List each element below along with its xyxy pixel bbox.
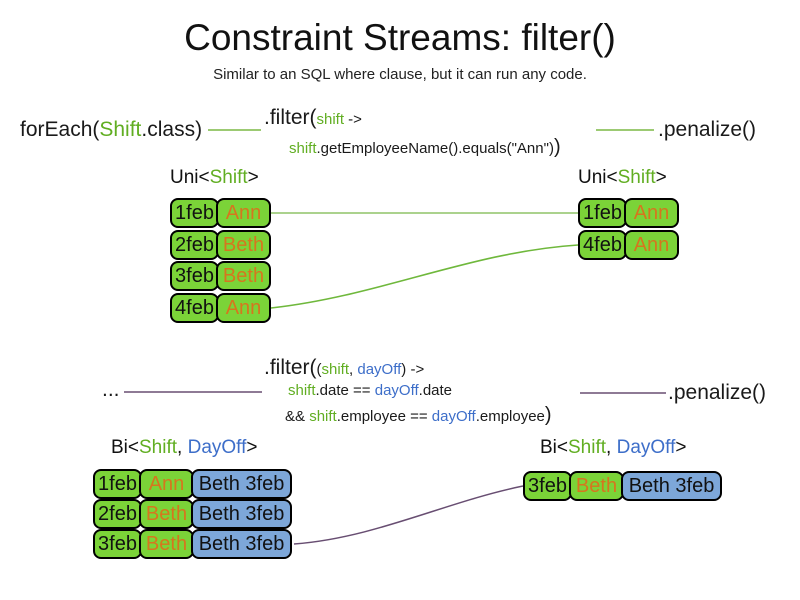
- filter-call-bottom: .filter((shift, dayOff) ->: [264, 355, 424, 383]
- uni-left-pre: Uni<: [170, 167, 210, 188]
- uni-left-post: >: [247, 167, 259, 188]
- employee-cell: Ann: [216, 198, 271, 228]
- source-ellipsis: ...: [102, 378, 120, 401]
- employee-cell: Ann: [624, 230, 679, 260]
- date-cell: 1feb: [578, 198, 627, 228]
- shift-row: 4feb Ann: [170, 293, 271, 323]
- filter-call-top: .filter(shift ->: [264, 105, 362, 133]
- uni-left-type: Shift: [209, 167, 248, 188]
- employee-cell: Beth: [216, 261, 271, 291]
- bi-row: 3feb Beth Beth 3feb: [523, 471, 722, 501]
- bi-left-sep: ,: [177, 437, 188, 458]
- body2-var2: dayOff: [431, 408, 476, 425]
- slide-subtitle: Similar to an SQL where clause, but it c…: [213, 66, 587, 83]
- employee-cell: Beth: [216, 230, 271, 260]
- body1-mid: .date ==: [315, 382, 375, 399]
- employee-cell: Beth: [139, 529, 194, 559]
- filter-head-bottom: .filter(: [264, 356, 317, 379]
- dayoff-cell: Beth 3feb: [621, 471, 722, 501]
- dayoff-cell: Beth 3feb: [191, 499, 292, 529]
- filter-close-top: ): [553, 136, 561, 158]
- bi-row: 3feb Beth Beth 3feb: [93, 529, 292, 559]
- filter-body-var-top: shift: [289, 140, 317, 157]
- date-cell: 4feb: [578, 230, 627, 260]
- filter-body1-bottom: shift.date == dayOff.date: [288, 381, 452, 401]
- slide-title: Constraint Streams: filter(): [184, 17, 616, 58]
- date-cell: 3feb: [93, 529, 142, 559]
- filter-param2: dayOff: [357, 361, 402, 378]
- uni-label-right: Uni<Shift>: [578, 167, 667, 189]
- date-cell: 1feb: [170, 198, 219, 228]
- filter-paren-open: (: [316, 361, 322, 378]
- filter-param-top: shift: [316, 111, 345, 128]
- uni-right-post: >: [655, 167, 667, 188]
- body2-close: ): [544, 404, 552, 426]
- employee-cell: Ann: [139, 469, 194, 499]
- uni-right-type: Shift: [617, 167, 656, 188]
- filter-arrow-top: ->: [344, 111, 362, 128]
- employee-cell: Ann: [216, 293, 271, 323]
- filter-param1: shift: [321, 361, 350, 378]
- filter-body-expr-top: .getEmployeeName().equals("Ann"): [316, 140, 554, 157]
- bi-row: 2feb Beth Beth 3feb: [93, 499, 292, 529]
- bi-left-type1: Shift: [139, 437, 178, 458]
- date-cell: 4feb: [170, 293, 219, 323]
- bi-right-type2: DayOff: [616, 437, 676, 458]
- shift-row: 1feb Ann: [170, 198, 271, 228]
- foreach-call: forEach(Shift.class): [20, 117, 202, 143]
- bi-left-pre: Bi<: [111, 437, 139, 458]
- date-cell: 2feb: [170, 230, 219, 260]
- foreach-class-name: Shift: [99, 118, 142, 141]
- body1-end: .date: [418, 382, 453, 399]
- bi-right-sep: ,: [606, 437, 617, 458]
- foreach-post: .class): [141, 118, 203, 141]
- bi-row: 1feb Ann Beth 3feb: [93, 469, 292, 499]
- body2-end: .employee: [475, 408, 545, 425]
- date-cell: 1feb: [93, 469, 142, 499]
- shift-row: 2feb Beth: [170, 230, 271, 260]
- body2-var1: shift: [309, 408, 337, 425]
- shift-row: 3feb Beth: [170, 261, 271, 291]
- bi-right-type1: Shift: [568, 437, 607, 458]
- filter-param-sep: ,: [349, 361, 358, 378]
- uni-right-pre: Uni<: [578, 167, 618, 188]
- shift-row: 4feb Ann: [578, 230, 679, 260]
- penalize-call-bottom: .penalize(): [668, 381, 767, 404]
- bi-left-post: >: [246, 437, 258, 458]
- bi-right-post: >: [675, 437, 687, 458]
- filter-params-close: ) ->: [401, 361, 425, 378]
- body1-var2: dayOff: [374, 382, 419, 399]
- body1-var1: shift: [288, 382, 316, 399]
- shift-row: 1feb Ann: [578, 198, 679, 228]
- filter-body2-bottom: && shift.employee == dayOff.employee): [285, 405, 552, 427]
- filter-head-top: .filter(: [264, 106, 317, 129]
- body2-pre: &&: [285, 408, 310, 425]
- bi-label-right: Bi<Shift, DayOff>: [540, 437, 686, 459]
- body2-mid: .employee ==: [336, 408, 432, 425]
- uni-label-left: Uni<Shift>: [170, 167, 259, 189]
- date-cell: 3feb: [523, 471, 572, 501]
- dayoff-cell: Beth 3feb: [191, 469, 292, 499]
- dayoff-cell: Beth 3feb: [191, 529, 292, 559]
- connector-row-3feb-curve: [293, 485, 524, 545]
- date-cell: 3feb: [170, 261, 219, 291]
- foreach-pre: forEach(: [20, 118, 100, 141]
- bi-right-pre: Bi<: [540, 437, 568, 458]
- employee-cell: Ann: [624, 198, 679, 228]
- bi-left-type2: DayOff: [187, 437, 247, 458]
- date-cell: 2feb: [93, 499, 142, 529]
- bi-label-left: Bi<Shift, DayOff>: [111, 437, 257, 459]
- filter-body-top: shift.getEmployeeName().equals("Ann")): [289, 137, 561, 159]
- penalize-call-top: .penalize(): [658, 118, 757, 141]
- employee-cell: Beth: [139, 499, 194, 529]
- connector-row-4feb-curve: [270, 244, 579, 309]
- employee-cell: Beth: [569, 471, 624, 501]
